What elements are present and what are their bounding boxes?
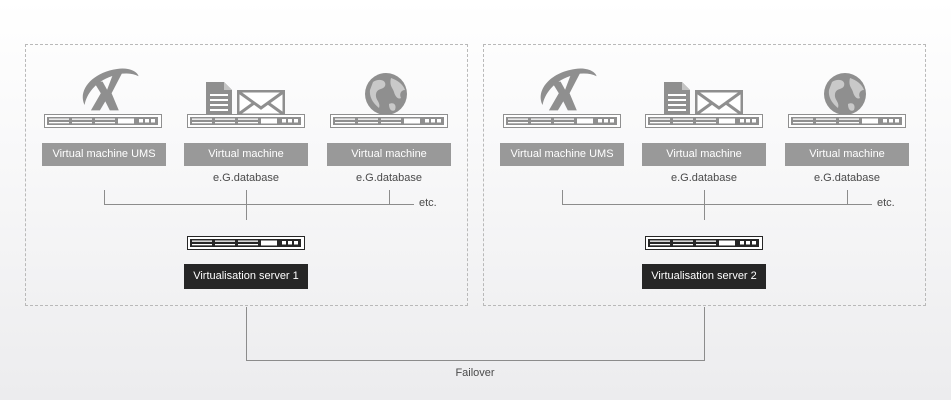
failover-connector-line	[246, 360, 705, 361]
vm-label: Virtual machine	[184, 143, 308, 166]
server-rack-icon	[645, 236, 763, 250]
server-rack-icon	[330, 114, 448, 128]
virtualisation-server-label: Virtualisation server 2	[642, 264, 766, 289]
server-rack-icon	[645, 114, 763, 128]
document-mail-icon	[204, 80, 288, 116]
vm-label: Virtual machine	[642, 143, 766, 166]
failover-connector-line	[246, 307, 247, 361]
globe-icon	[820, 70, 870, 116]
connector-line	[847, 190, 848, 205]
etc-label: etc.	[419, 197, 437, 209]
right-virtualisation-group	[483, 44, 926, 306]
globe-icon	[361, 70, 411, 116]
ums-x-logo-icon	[72, 62, 144, 112]
ums-x-logo-icon	[530, 62, 602, 112]
document-mail-icon	[662, 80, 746, 116]
connector-line	[389, 190, 390, 205]
failover-connector-line	[704, 307, 705, 361]
vm-sublabel: e.G.database	[813, 172, 881, 184]
server-rack-icon	[44, 114, 162, 128]
vm-label: Virtual machine	[785, 143, 909, 166]
vm-sublabel: e.G.database	[670, 172, 738, 184]
vm-sublabel: e.G.database	[212, 172, 280, 184]
vm-ums-label: Virtual machine UMS	[42, 143, 166, 166]
connector-line	[104, 190, 105, 205]
etc-label: etc.	[877, 197, 895, 209]
vm-sublabel: e.G.database	[355, 172, 423, 184]
server-rack-icon	[187, 236, 305, 250]
connector-line	[104, 204, 414, 205]
server-rack-icon	[187, 114, 305, 128]
server-rack-icon	[788, 114, 906, 128]
server-rack-icon	[503, 114, 621, 128]
connector-line	[246, 190, 247, 220]
virtualisation-server-label: Virtualisation server 1	[184, 264, 308, 289]
connector-line	[704, 190, 705, 220]
connector-line	[562, 204, 872, 205]
left-virtualisation-group	[25, 44, 468, 306]
connector-line	[562, 190, 563, 205]
vm-label: Virtual machine	[327, 143, 451, 166]
vm-ums-label: Virtual machine UMS	[500, 143, 624, 166]
failover-label: Failover	[455, 367, 495, 379]
